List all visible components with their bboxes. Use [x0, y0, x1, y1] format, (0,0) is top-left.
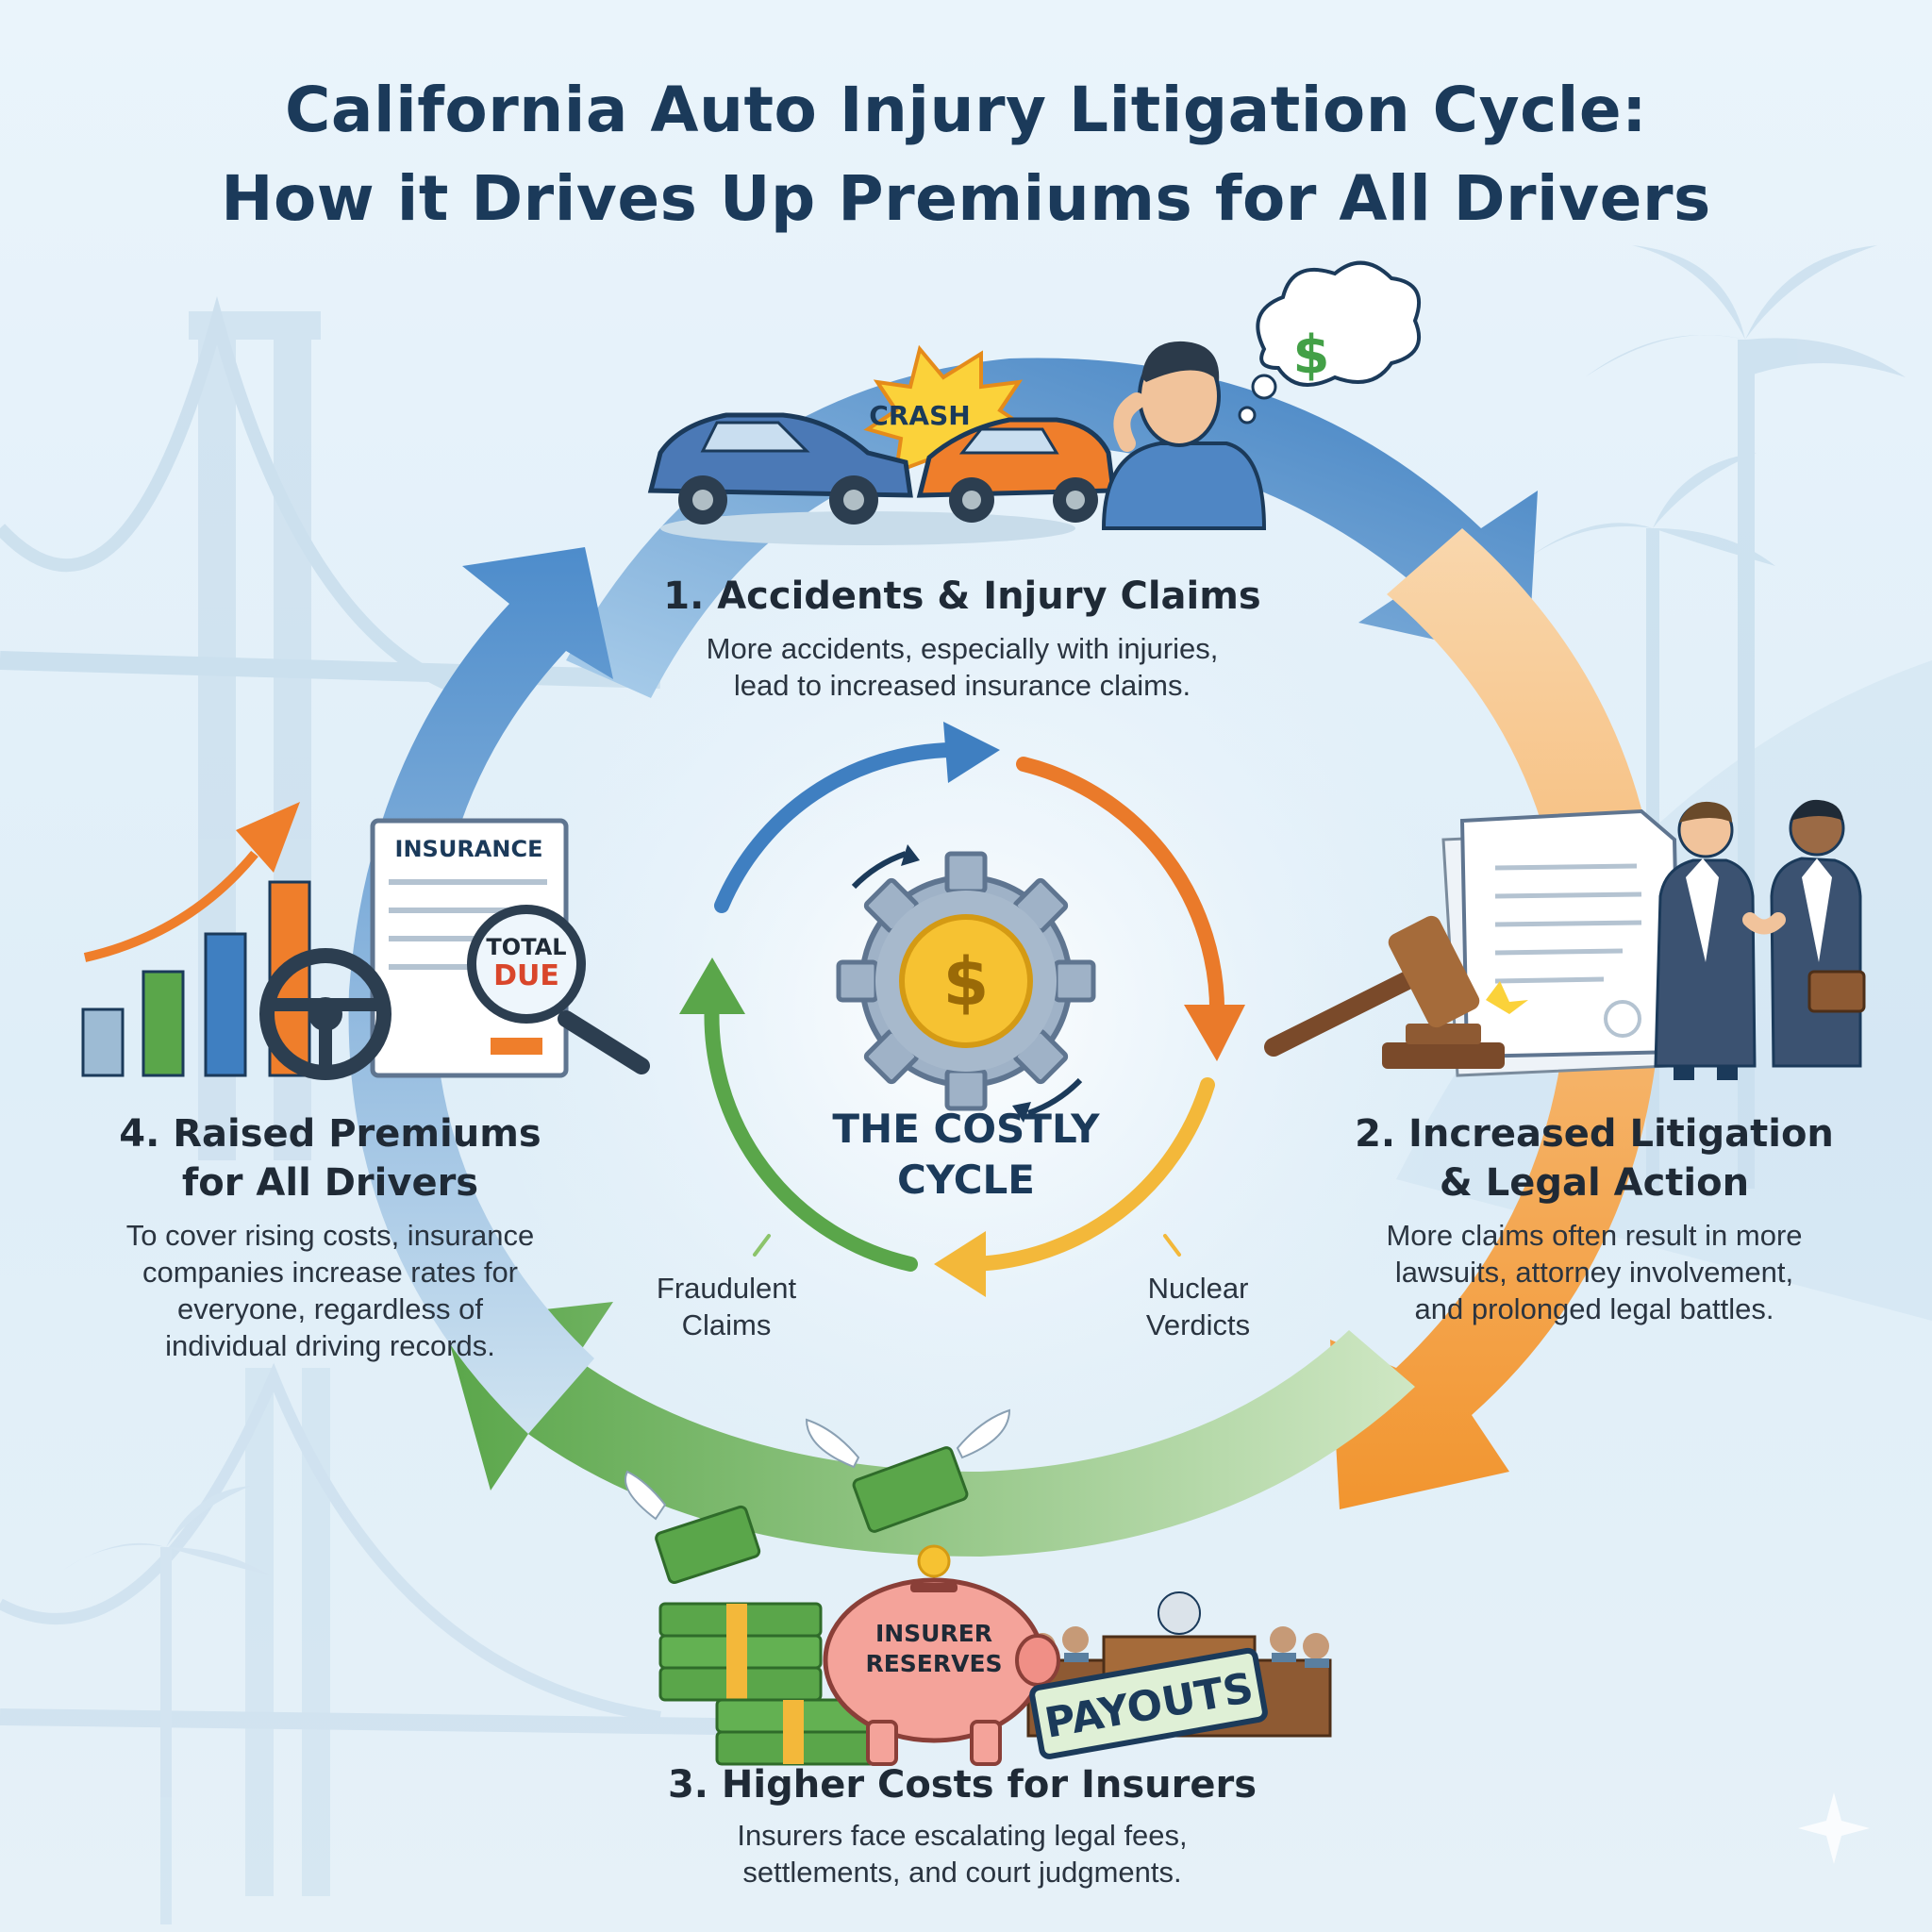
outer-arrow-left-blue [348, 547, 613, 1434]
blue-car-icon [647, 412, 913, 525]
title-line-1: California Auto Injury Litigation Cycle: [284, 74, 1648, 146]
inner-arrow-yellow [964, 1077, 1215, 1272]
briefcase-icon [1807, 970, 1866, 1013]
inner-arrowhead-yellow [934, 1231, 986, 1297]
inner-arrow-orange [1016, 757, 1225, 1026]
step-4-heading-line-2: for All Drivers [181, 1161, 479, 1205]
step-4-desc-line-3: everyone, regardless of [177, 1292, 483, 1325]
insurance-doc-label: INSURANCE [395, 836, 543, 862]
piggy-label-line2: RESERVES [865, 1650, 1002, 1677]
gear-dollar-symbol: $ [943, 943, 990, 1021]
thought-bubble-icon: $ [1238, 260, 1421, 425]
step-4-description: To cover rising costs, insurance compani… [47, 1217, 613, 1364]
rising-bar-chart-icon [81, 802, 311, 1077]
inner-arrow-blue [714, 742, 960, 913]
step-2-heading-line-2: & Legal Action [1439, 1161, 1750, 1205]
step-2-heading: 2. Increased Litigation & Legal Action [1311, 1109, 1877, 1208]
center-label-line-2: CYCLE [896, 1157, 1035, 1203]
flying-money-icon [625, 1408, 1011, 1585]
total-label: TOTAL [486, 934, 566, 960]
step-1-desc-line-1: More accidents, especially with injuries… [706, 632, 1219, 665]
step-2-desc-line-3: and prolonged legal battles. [1414, 1292, 1774, 1325]
gear-rotation-arrow-top [851, 851, 908, 890]
piggy-label-line1: INSURER [875, 1620, 992, 1647]
step-1-heading-line: 1. Accidents & Injury Claims [663, 575, 1261, 618]
step-4-heading-line-1: 4. Raised Premiums [119, 1112, 541, 1156]
factor-fraud-line-1: Fraudulent [656, 1272, 797, 1305]
premiums-illustration: INSURANCE TOTAL DUE [81, 802, 650, 1080]
step-2-description: More claims often result in more lawsuit… [1311, 1217, 1877, 1327]
gear-rotation-arrowhead-bottom [1012, 1102, 1031, 1123]
gear-dollar-icon: $ [836, 844, 1096, 1123]
handshake-people-icon [1654, 799, 1866, 1080]
step-3-desc-line-2: settlements, and court judgments. [742, 1856, 1182, 1889]
step-4-desc-line-2: companies increase rates for [142, 1256, 519, 1289]
factor-nuclear-line-1: Nuclear [1147, 1272, 1249, 1305]
legal-illustration [1264, 799, 1866, 1080]
factor-fraud-line-2: Claims [681, 1308, 772, 1341]
gear-rotation-arrowhead-top [901, 844, 920, 866]
injured-person-icon [1101, 341, 1267, 530]
outer-arrow-orange [1330, 528, 1662, 1509]
inner-arrowhead-green [679, 958, 745, 1014]
center-cycle-label: THE COSTLY CYCLE [777, 1104, 1155, 1206]
step-3-desc-line-1: Insurers face escalating legal fees, [737, 1819, 1188, 1852]
due-label: DUE [493, 959, 559, 992]
golden-gate-bridge-left [0, 295, 661, 1160]
verdict-tick [1163, 1234, 1181, 1257]
step-4-heading: 4. Raised Premiums for All Drivers [47, 1109, 613, 1208]
legal-documents-icon [1441, 808, 1682, 1077]
magnifier-icon: TOTAL DUE [467, 905, 650, 1074]
step-3-description: Insurers face escalating legal fees, set… [585, 1817, 1340, 1890]
orange-car-icon [916, 417, 1116, 523]
fraud-tick [753, 1234, 771, 1257]
step-2-heading-line-1: 2. Increased Litigation [1355, 1112, 1834, 1156]
outer-arrow-green [443, 1302, 1415, 1557]
title-line-2: How it Drives Up Premiums for All Driver… [221, 162, 1711, 235]
step-1-heading: 1. Accidents & Injury Claims [585, 572, 1340, 621]
inner-arrowhead-orange [1184, 1005, 1245, 1061]
step-2-desc-line-2: lawsuits, attorney involvement, [1394, 1256, 1794, 1289]
step-1-desc-line-2: lead to increased insurance claims. [733, 669, 1191, 702]
gear-rotation-arrow-bottom [1026, 1077, 1083, 1116]
center-label-line-1: THE COSTLY [832, 1106, 1100, 1152]
crash-label: CRASH [869, 400, 970, 431]
payouts-illustration: INSURER RESERVES PAYOUTS [625, 1408, 1332, 1766]
step-4-desc-line-4: individual driving records. [165, 1329, 495, 1362]
inner-cycle [679, 722, 1245, 1297]
sparkle-icon [1798, 1792, 1870, 1864]
golden-gate-bridge-lower [0, 1362, 718, 1896]
factor-fraudulent-claims: Fraudulent Claims [623, 1270, 830, 1343]
step-4-desc-line-1: To cover rising costs, insurance [125, 1219, 535, 1252]
piggy-bank-icon: INSURER RESERVES [823, 1544, 1060, 1766]
gavel-icon [1264, 915, 1528, 1069]
step-1-description: More accidents, especially with injuries… [585, 630, 1340, 704]
inner-arrowhead-blue [943, 722, 1000, 783]
inner-arrow-green [704, 992, 918, 1272]
step-2-desc-line-1: More claims often result in more [1386, 1219, 1803, 1252]
factor-nuclear-line-2: Verdicts [1145, 1308, 1251, 1341]
palm-trees-lower-left [62, 1486, 270, 1924]
thought-dollar-symbol: $ [1293, 325, 1330, 386]
factor-nuclear-verdicts: Nuclear Verdicts [1094, 1270, 1302, 1343]
step-3-heading-line: 3. Higher Costs for Insurers [667, 1763, 1257, 1807]
crash-illustration: CRASH $ [647, 260, 1421, 545]
cash-stacks-icon [658, 1602, 879, 1766]
steering-wheel-icon [259, 948, 391, 1080]
step-3-heading: 3. Higher Costs for Insurers [585, 1760, 1340, 1809]
page-title: California Auto Injury Litigation Cycle:… [0, 66, 1932, 243]
